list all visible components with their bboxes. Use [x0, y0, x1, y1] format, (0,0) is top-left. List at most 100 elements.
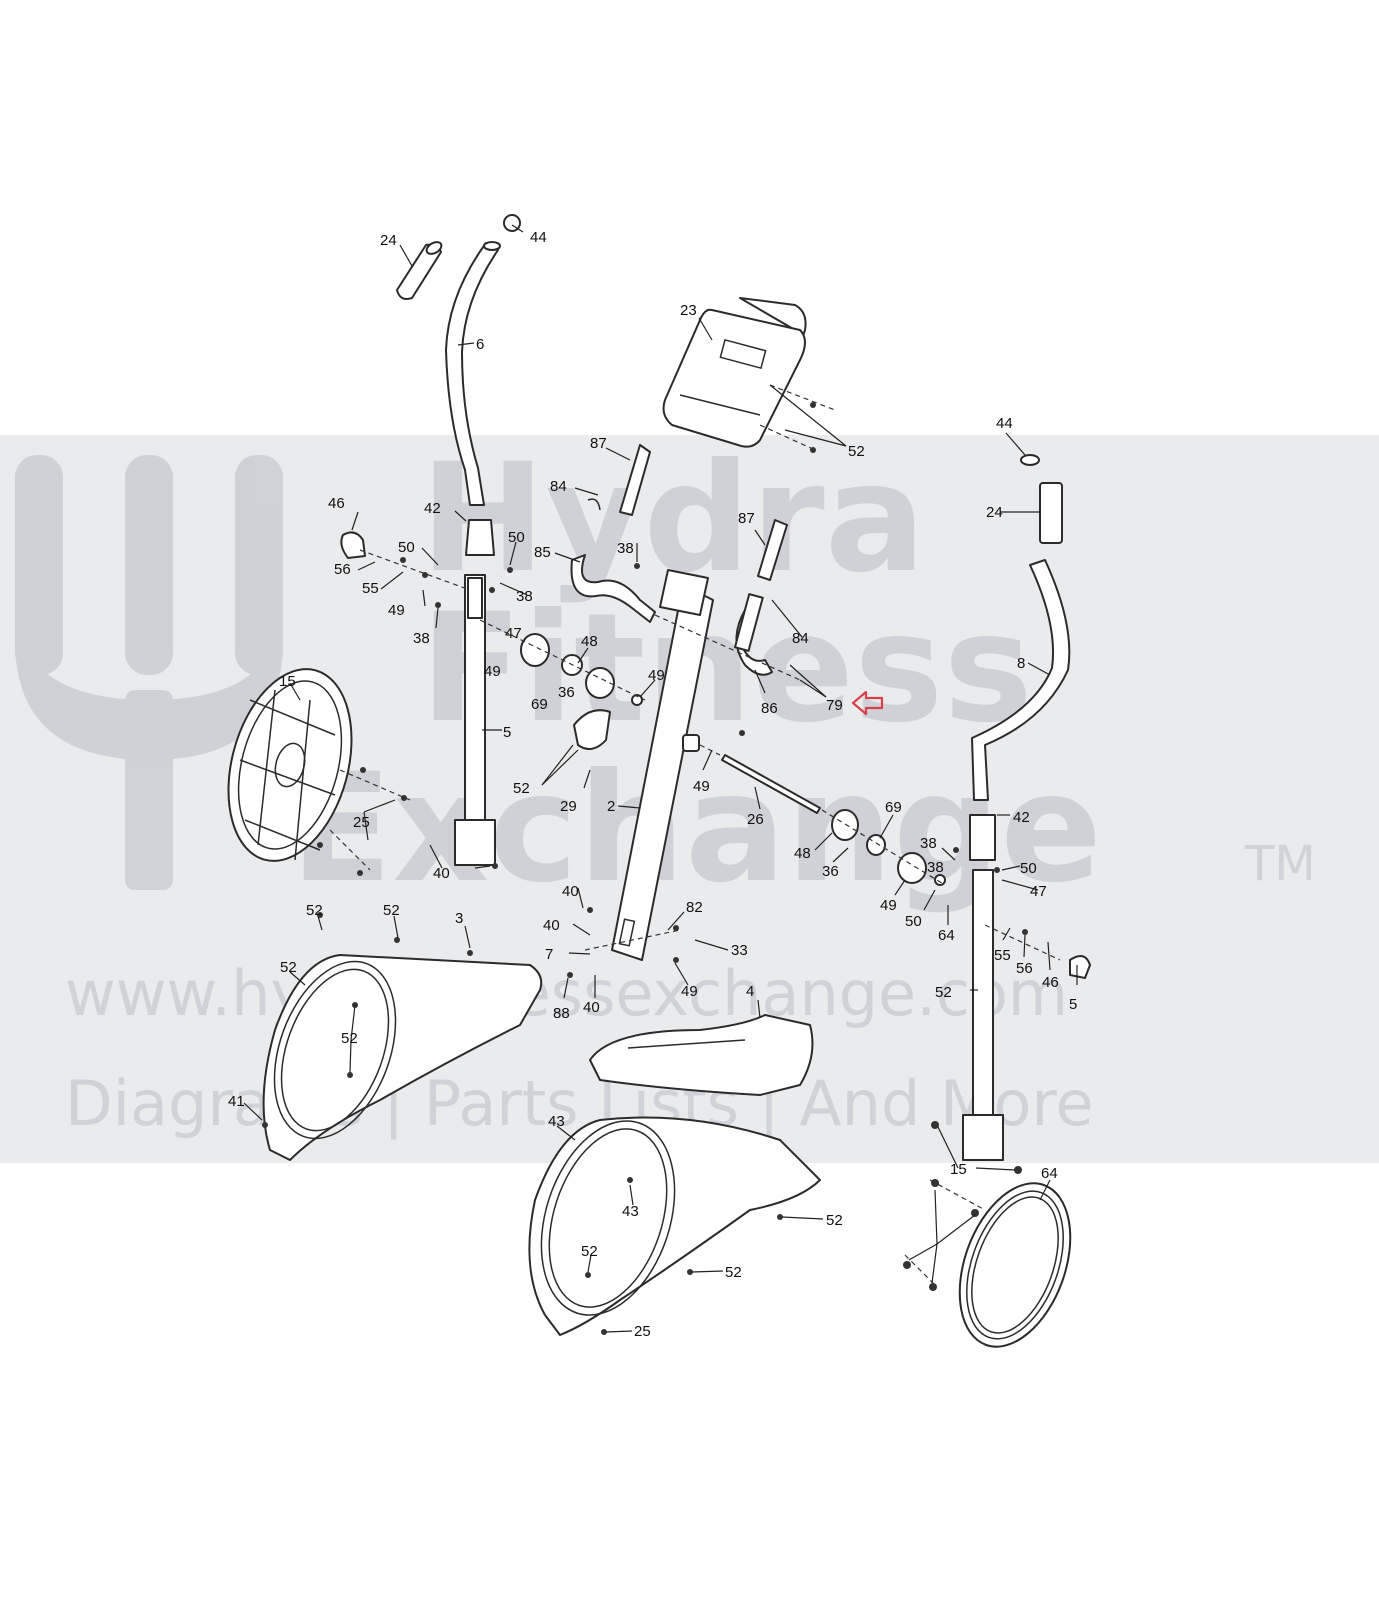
callout-52: 52 — [383, 902, 400, 919]
callout-52: 52 — [581, 1243, 598, 1260]
callout-47: 47 — [1030, 883, 1047, 900]
callout-38: 38 — [920, 835, 937, 852]
part-grip-right — [1020, 454, 1063, 544]
callout-52: 52 — [513, 780, 530, 797]
callout-40: 40 — [433, 865, 450, 882]
part-upper-arm-right — [969, 559, 1071, 861]
callout-25: 25 — [634, 1323, 651, 1340]
callout-46: 46 — [1042, 974, 1059, 991]
callout-24: 24 — [380, 232, 397, 249]
callout-85: 85 — [534, 544, 551, 561]
callout-84: 84 — [550, 478, 567, 495]
callout-87: 87 — [590, 435, 607, 452]
callout-50: 50 — [1020, 860, 1037, 877]
callout-52: 52 — [826, 1212, 843, 1229]
callout-38: 38 — [413, 630, 430, 647]
callout-88: 88 — [553, 1005, 570, 1022]
callout-41: 41 — [228, 1093, 245, 1110]
callout-56: 56 — [334, 561, 351, 578]
callout-8: 8 — [1017, 655, 1025, 672]
callout-43: 43 — [548, 1113, 565, 1130]
watermark-word-2: Fitness — [420, 582, 1033, 756]
callout-42: 42 — [424, 500, 441, 517]
part-shroud-left — [262, 954, 543, 1161]
callout-48: 48 — [581, 633, 598, 650]
part-center-mast — [611, 569, 714, 961]
callout-56: 56 — [1016, 960, 1033, 977]
callout-40: 40 — [562, 883, 579, 900]
callout-2: 2 — [607, 798, 615, 815]
callout-49: 49 — [648, 667, 665, 684]
callout-15: 15 — [279, 673, 296, 690]
callout-7: 7 — [545, 946, 553, 963]
callout-49: 49 — [693, 778, 710, 795]
callout-15: 15 — [950, 1161, 967, 1178]
part-handlebar-left — [570, 444, 656, 623]
callout-52: 52 — [306, 902, 323, 919]
hardware-dots — [262, 402, 1028, 1335]
callout-69: 69 — [531, 696, 548, 713]
callout-52: 52 — [341, 1030, 358, 1047]
callout-69: 69 — [885, 799, 902, 816]
callout-52: 52 — [725, 1264, 742, 1281]
watermark-url: www.hydrafitnessexchange.com — [65, 957, 1068, 1030]
part-console — [662, 297, 807, 448]
part-shroud-right — [528, 1116, 821, 1336]
part-upper-arm-left — [445, 214, 521, 506]
part-leg-right — [962, 869, 1091, 1161]
part-grip-left — [396, 241, 443, 300]
callout-29: 29 — [560, 798, 577, 815]
callout-6: 6 — [476, 336, 484, 353]
watermark-trademark: TM — [1244, 836, 1316, 892]
callout-50: 50 — [508, 529, 525, 546]
callout-49: 49 — [484, 663, 501, 680]
callout-52: 52 — [280, 959, 297, 976]
callout-47: 47 — [505, 625, 522, 642]
callout-38: 38 — [516, 588, 533, 605]
part-cover-41 — [589, 1014, 814, 1096]
callout-25: 25 — [353, 814, 370, 831]
part-disc-left — [227, 668, 353, 862]
callout-38: 38 — [617, 540, 634, 557]
callout-52: 52 — [848, 443, 865, 460]
callout-43: 43 — [622, 1203, 639, 1220]
callout-48: 48 — [794, 845, 811, 862]
callout-38: 38 — [927, 859, 944, 876]
callout-36: 36 — [558, 684, 575, 701]
callout-40: 40 — [543, 917, 560, 934]
callout-79: 79 — [826, 697, 843, 714]
callout-33: 33 — [731, 942, 748, 959]
callout-82: 82 — [686, 899, 703, 916]
callout-36: 36 — [822, 863, 839, 880]
callout-42: 42 — [1013, 809, 1030, 826]
part-pivot-left — [520, 633, 643, 750]
callout-46: 46 — [328, 495, 345, 512]
part-handlebar-right — [733, 519, 788, 676]
watermark-word-3: Exchange — [290, 742, 1102, 916]
callout-5: 5 — [503, 724, 511, 741]
highlight-arrow — [851, 690, 884, 716]
part-bracket-46-left — [340, 531, 366, 559]
callout-50: 50 — [398, 539, 415, 556]
callout-55: 55 — [994, 947, 1011, 964]
callout-52: 52 — [935, 984, 952, 1001]
callout-84: 84 — [792, 630, 809, 647]
callout-55: 55 — [362, 580, 379, 597]
callout-49: 49 — [388, 602, 405, 619]
callout-64: 64 — [1041, 1165, 1058, 1182]
part-disc-right — [958, 1182, 1072, 1348]
callout-64: 64 — [938, 927, 955, 944]
watermark-logo-mark — [15, 455, 283, 890]
callout-49: 49 — [681, 983, 698, 1000]
callout-26: 26 — [747, 811, 764, 828]
part-axle — [682, 734, 821, 814]
callout-86: 86 — [761, 700, 778, 717]
callout-49: 49 — [880, 897, 897, 914]
callout-40: 40 — [583, 999, 600, 1016]
leader-lines — [243, 224, 1078, 1333]
callout-87: 87 — [738, 510, 755, 527]
callout-44: 44 — [996, 415, 1013, 432]
